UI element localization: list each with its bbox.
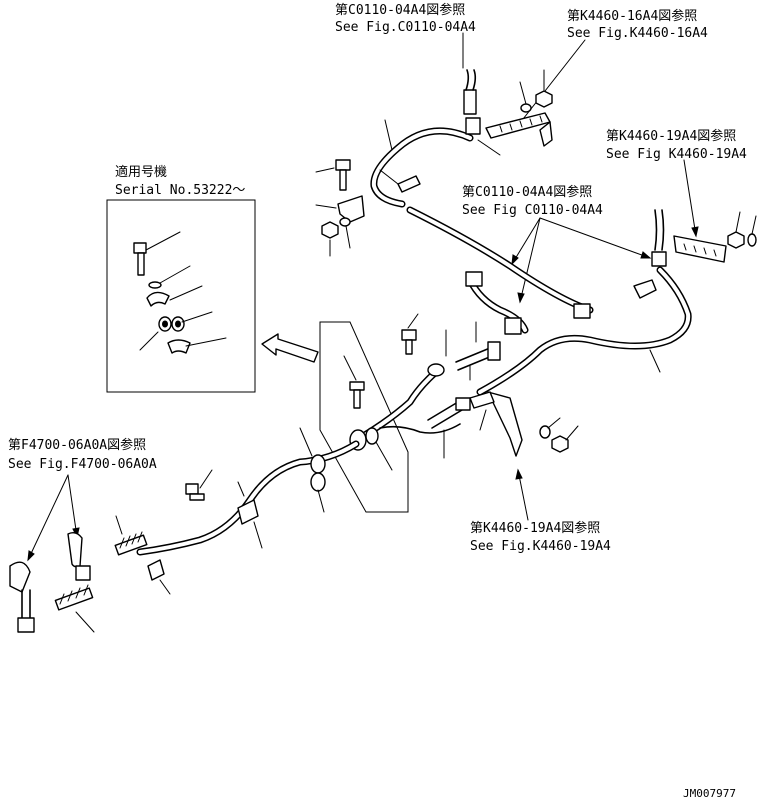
ref-c0110-mid-en: See Fig C0110-04A4 (462, 203, 603, 218)
upper-pipe-assembly (370, 69, 553, 208)
upper-left-bracket (315, 159, 421, 257)
right-upper-fittings (633, 209, 757, 299)
main-return-pipe (476, 266, 692, 396)
center-fittings (379, 313, 579, 459)
inset-detail-box (106, 199, 256, 393)
inset-serial-label: Serial No.53222～ (115, 183, 245, 198)
center-panel (319, 321, 445, 513)
inset-applicable-label: 適用号機 (115, 164, 167, 180)
reference-leaders (27, 32, 699, 562)
ref-k4460-16-jp: 第K4460-16A4図参照 (567, 8, 697, 24)
ref-k4460-19-bot-en: See Fig.K4460-19A4 (470, 539, 611, 554)
drawing-code: JM007977 (683, 787, 736, 800)
inset-pointer-arrow (261, 333, 319, 363)
ref-c0110-mid-jp: 第C0110-04A4図参照 (462, 184, 592, 200)
ref-k4460-19-top-en: See Fig K4460-19A4 (606, 147, 747, 162)
ref-c0110-top-jp: 第C0110-04A4図参照 (335, 2, 465, 18)
ref-k4460-19-top-jp: 第K4460-19A4図参照 (606, 128, 736, 144)
ref-k4460-19-bot-jp: 第K4460-19A4図参照 (470, 520, 600, 536)
lower-pipe-assembly (9, 427, 360, 633)
middle-hose-assembly (406, 206, 594, 335)
ref-k4460-16-en: See Fig.K4460-16A4 (567, 26, 708, 41)
ref-f4700-en: See Fig.F4700-06A0A (8, 457, 157, 472)
ref-c0110-top-en: See Fig.C0110-04A4 (335, 20, 476, 35)
ref-f4700-jp: 第F4700-06A0A図参照 (8, 437, 146, 453)
